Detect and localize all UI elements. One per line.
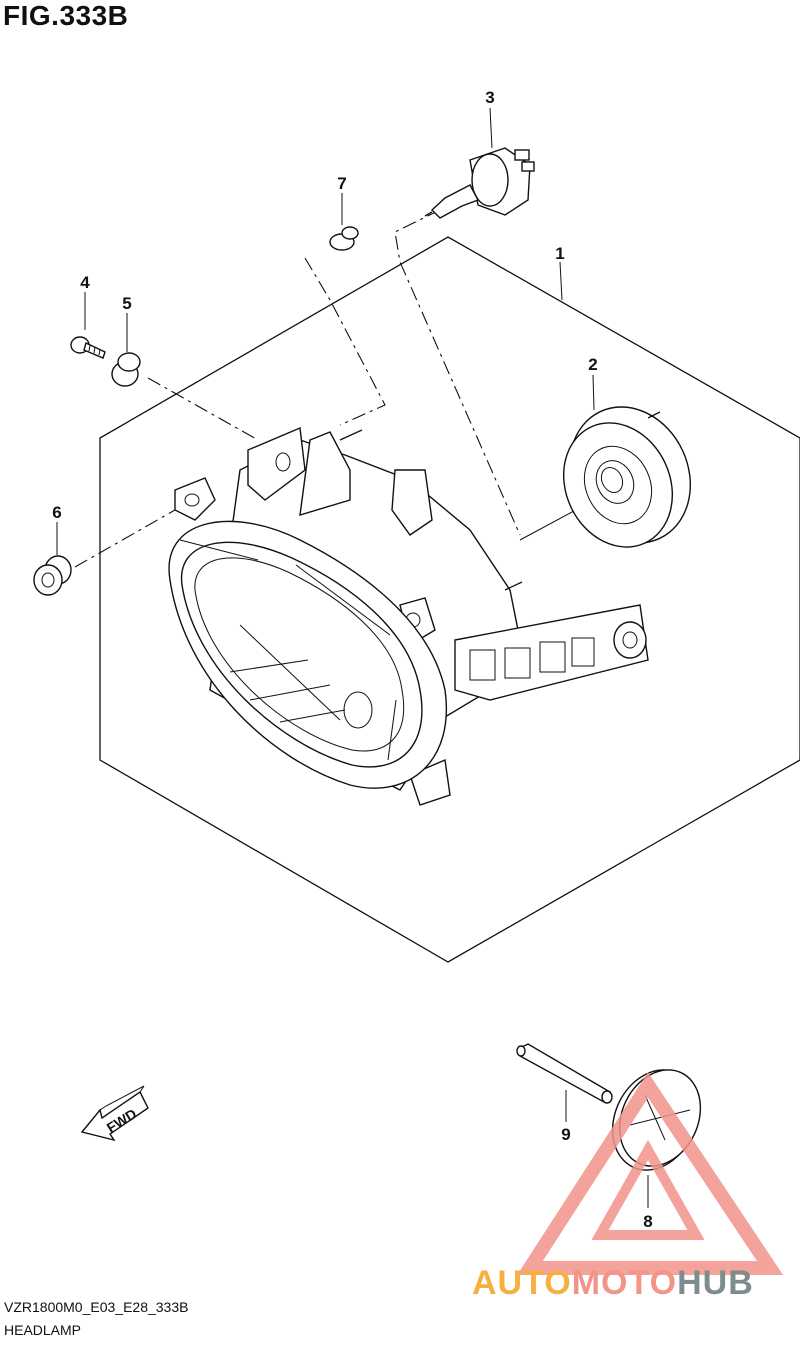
callout-2: 2 [588, 355, 597, 374]
assembly-outline [99, 236, 800, 963]
callout-1: 1 [555, 244, 564, 263]
socket-part-2 [562, 406, 692, 548]
headlamp-housing [168, 426, 649, 806]
grommet-5 [111, 352, 141, 387]
screw-part [70, 336, 106, 359]
callout-3: 3 [485, 88, 494, 107]
callout-6: 6 [52, 503, 61, 522]
watermark-part-auto: AUTO [472, 1264, 572, 1302]
callout-5: 5 [122, 294, 131, 313]
forward-arrow-icon: FWD [80, 1085, 149, 1142]
leader-lines [56, 107, 649, 1208]
grommet-7 [329, 226, 359, 251]
callout-4: 4 [80, 273, 90, 292]
watermark-part-moto: MOTO [572, 1264, 677, 1302]
watermark-text: AUTOMOTOHUB [472, 1264, 754, 1302]
callout-8: 8 [643, 1212, 652, 1231]
callout-7: 7 [337, 174, 346, 193]
figure-title: FIG.333B [3, 0, 129, 31]
pin-part-9 [516, 1043, 613, 1104]
watermark-logo [517, 1072, 784, 1275]
footer-name: HEADLAMP [4, 1322, 82, 1338]
rubber-mount-6 [33, 555, 72, 596]
bulb-part [424, 147, 535, 219]
footer-code: VZR1800M0_E03_E28_333B [4, 1299, 189, 1315]
callout-9: 9 [561, 1125, 570, 1144]
watermark-part-hub: HUB [677, 1264, 754, 1302]
